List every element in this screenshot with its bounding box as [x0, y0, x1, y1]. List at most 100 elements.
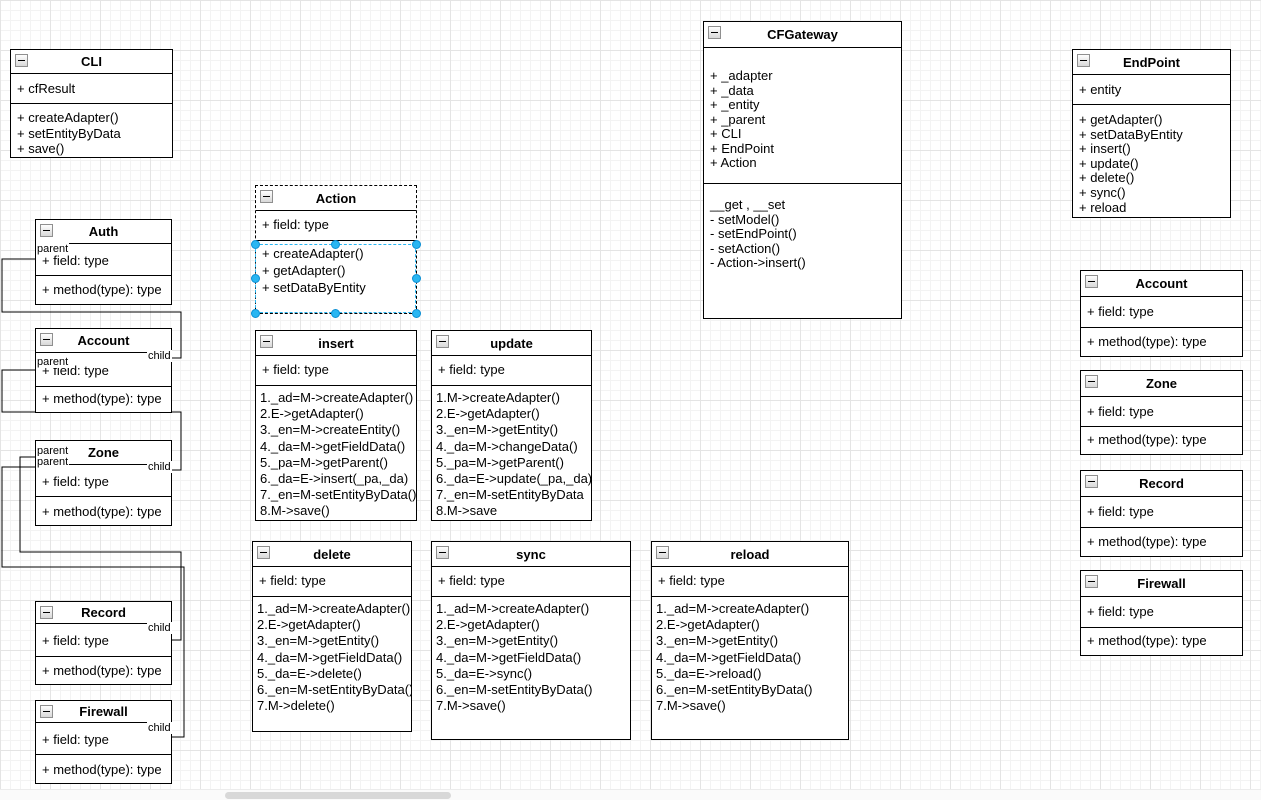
collapse-icon[interactable] [40, 333, 53, 346]
selection-handle[interactable] [250, 308, 260, 318]
collapse-icon[interactable] [260, 335, 273, 348]
class-firewall-left[interactable]: Firewall+ field: type+ method(type): typ… [35, 700, 172, 784]
class-title: Zone [1145, 376, 1178, 391]
class-record-left-methods: + method(type): type [36, 657, 171, 684]
member-line: - setModel() [710, 211, 780, 227]
edge-label-parent[interactable]: parent [36, 445, 70, 457]
member-line: + setEntityByData [17, 125, 121, 141]
class-delete-fields: + field: type [253, 567, 411, 597]
member-line: + field: type [42, 474, 109, 489]
member-line: + setDataByEntity [262, 280, 366, 295]
member-line: + reload [1079, 199, 1127, 215]
edge-label-child[interactable]: child [147, 461, 172, 473]
class-title: insert [318, 335, 354, 351]
member-line: 5._da=E->reload() [656, 665, 762, 681]
edge-label-parent[interactable]: parent [36, 456, 70, 468]
class-sync-fields: + field: type [432, 567, 630, 597]
class-endpoint-methods: + getAdapter()+ setDataByEntity+ insert(… [1073, 105, 1230, 217]
edge-auth-account[interactable] [1, 258, 182, 359]
collapse-icon[interactable] [436, 546, 449, 559]
class-record-left[interactable]: Record+ field: type+ method(type): type [35, 601, 172, 685]
class-title-bar: reload [652, 542, 848, 567]
class-insert-methods: 1._ad=M->createAdapter()2.E->getAdapter(… [256, 386, 416, 520]
edge-zone-firewall[interactable] [1, 466, 185, 738]
class-auth-fields: + field: type [36, 244, 171, 276]
selection-handle[interactable] [411, 274, 421, 283]
horizontal-scrollbar-thumb[interactable] [225, 792, 451, 799]
collapse-icon[interactable] [257, 546, 270, 559]
member-line: + delete() [1079, 170, 1135, 186]
edge-label-child[interactable]: child [147, 722, 172, 734]
class-auth[interactable]: Auth+ field: type+ method(type): type [35, 219, 172, 305]
member-line: 6._en=M-setEntityByData() [436, 682, 593, 698]
class-action-fields: + field: type [256, 211, 416, 241]
member-line: 5._pa=M->getParent() [260, 454, 388, 470]
collapse-icon[interactable] [40, 606, 53, 619]
class-endpoint[interactable]: EndPoint + entity + getAdapter()+ setDataB… [1072, 49, 1231, 218]
collapse-icon[interactable] [1085, 375, 1098, 388]
collapse-icon[interactable] [656, 546, 669, 559]
member-line: - setAction() [710, 240, 781, 256]
edge-label-parent[interactable]: parent [36, 243, 70, 255]
horizontal-scrollbar[interactable] [0, 789, 1261, 800]
collapse-icon[interactable] [1077, 54, 1090, 67]
member-line: 8.M->save() [260, 503, 330, 519]
edge-zone-record[interactable] [19, 456, 182, 641]
class-firewall-right[interactable]: Firewall+ field: type+ method(type): typ… [1080, 570, 1243, 656]
selection-handle[interactable] [331, 239, 340, 249]
class-account-left[interactable]: Account+ field: type+ method(type): type [35, 328, 172, 413]
member-line: - Action->insert() [710, 255, 806, 271]
member-line: + getAdapter() [1079, 112, 1163, 127]
collapse-icon[interactable] [15, 54, 28, 67]
class-account-right[interactable]: Account+ field: type+ method(type): type [1080, 270, 1243, 357]
class-record-right[interactable]: Record+ field: type+ method(type): type [1080, 470, 1243, 557]
member-line: + field: type [1087, 604, 1154, 619]
member-line: 6._en=M-setEntityByData() [656, 682, 813, 698]
member-line: 3._en=M->getEntity() [656, 633, 779, 649]
collapse-icon[interactable] [40, 705, 53, 718]
collapse-icon[interactable] [436, 335, 449, 348]
member-line: 1.M->createAdapter() [436, 390, 560, 405]
class-cfgateway-methods: __get , __set- setModel()- setEndPoint()… [704, 184, 901, 318]
member-line: + field: type [1087, 304, 1154, 319]
selection-handle[interactable] [250, 239, 260, 249]
member-line: + entity [1079, 82, 1122, 97]
edge-label-parent[interactable]: parent [36, 356, 70, 368]
class-account-right-fields: + field: type [1081, 297, 1242, 328]
selection-handle[interactable] [250, 274, 260, 283]
class-record-right-methods: + method(type): type [1081, 528, 1242, 556]
collapse-icon[interactable] [1085, 275, 1098, 288]
class-zone-right[interactable]: Zone+ field: type+ method(type): type [1080, 370, 1243, 455]
class-title-bar: Account [1081, 271, 1242, 297]
class-update-fields: + field: type [432, 356, 591, 386]
member-line: 6._en=M-setEntityByData() [257, 682, 411, 698]
member-line: 4._da=M->getFieldData() [260, 438, 406, 454]
collapse-icon[interactable] [40, 224, 53, 237]
selection-handle[interactable] [411, 308, 421, 318]
collapse-icon[interactable] [260, 190, 273, 203]
class-delete-methods: 1._ad=M->createAdapter()2.E->getAdapter(… [253, 597, 411, 731]
selection-handle[interactable] [411, 239, 421, 249]
class-cfgateway[interactable]: CFGateway+ _adapter+ _data+ _entity+ _pa… [703, 21, 902, 319]
collapse-icon[interactable] [708, 26, 721, 39]
edge-label-child[interactable]: child [147, 350, 172, 362]
collapse-icon[interactable] [1085, 475, 1098, 488]
class-title-bar: Zone [1081, 371, 1242, 397]
member-line: + save() [17, 141, 65, 156]
class-cli[interactable]: CLI+ cfResult+ createAdapter()+ setEntit… [10, 49, 173, 158]
class-title-bar: EndPoint [1073, 50, 1230, 75]
selection-handle[interactable] [331, 308, 340, 318]
member-line: + field: type [438, 573, 505, 588]
class-title-bar: CLI [11, 50, 172, 74]
member-line: + method(type): type [42, 762, 162, 777]
class-title-bar: Record [1081, 471, 1242, 497]
edge-label-child[interactable]: child [147, 622, 172, 634]
class-action[interactable]: Action+ field: type+ createAdapter()+ ge… [255, 185, 417, 314]
collapse-icon[interactable] [1085, 575, 1098, 588]
